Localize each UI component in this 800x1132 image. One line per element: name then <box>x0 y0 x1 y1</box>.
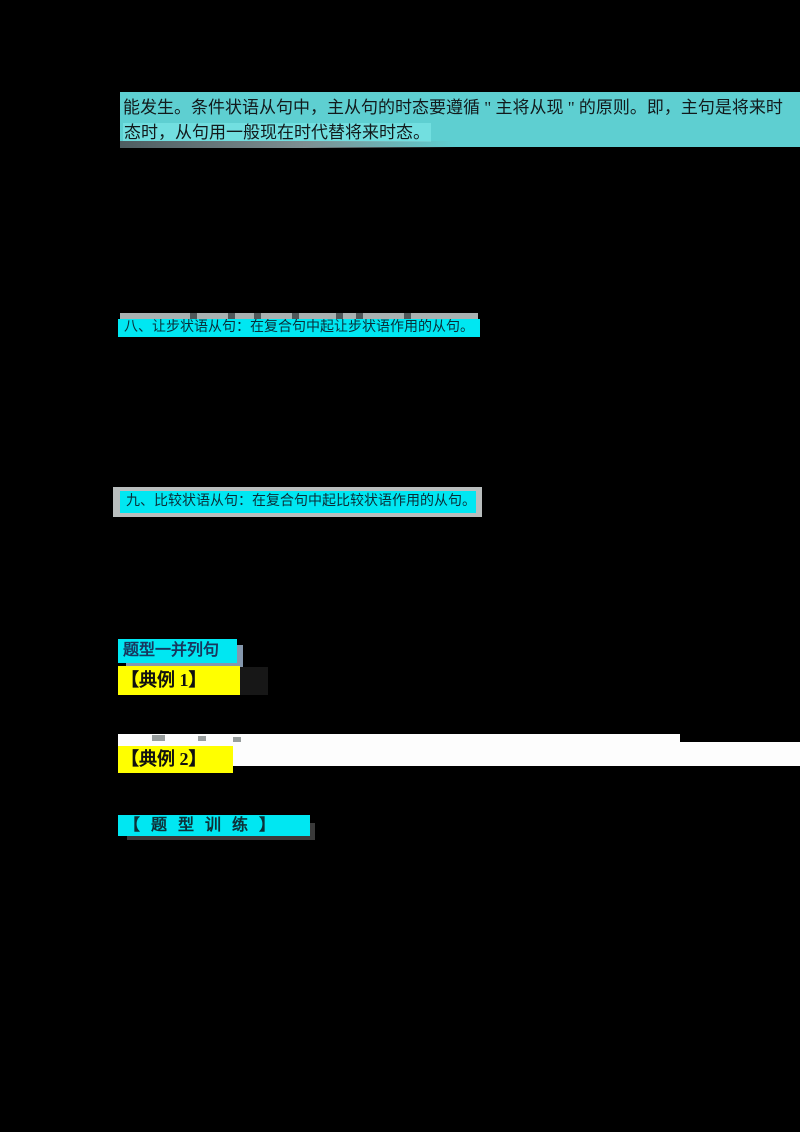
concession-heading-artifact-band <box>120 313 478 319</box>
concession-clause-heading: 八、让步状语从句：在复合句中起让步状语作用的从句。 <box>118 319 480 337</box>
example-1-label: 【典例 1】 <box>118 666 240 695</box>
text-remnant-artifact <box>233 737 241 742</box>
text-remnant-artifact <box>198 736 206 741</box>
paragraph-line-1: 能发生。条件状语从句中，主从句的时态要遵循 " 主将从现 " 的原则。即，主句是… <box>123 98 783 117</box>
artifact-square <box>336 313 343 319</box>
training-label: 【题型训练】 <box>118 815 310 836</box>
artifact-square <box>254 313 261 319</box>
example-1-shadow-artifact <box>240 667 268 695</box>
paragraph-line-2-text: 态时，从句用一般现在时代替将来时态。 <box>123 123 431 142</box>
comparison-clause-heading: 九、比较状语从句：在复合句中起比较状语作用的从句。 <box>120 491 476 513</box>
artifact-square <box>404 313 411 319</box>
artifact-square <box>190 313 197 319</box>
highlight-smudge-artifact <box>120 141 456 148</box>
question-type-heading: 题型一并列句 <box>118 639 237 663</box>
artifact-square <box>228 313 235 319</box>
conditional-clause-paragraph: 能发生。条件状语从句中，主从句的时态要遵循 " 主将从现 " 的原则。即，主句是… <box>120 92 800 147</box>
artifact-square <box>356 313 363 319</box>
example-2-label: 【典例 2】 <box>118 746 233 773</box>
example-2-white-strip-right <box>680 742 800 766</box>
text-remnant-artifact <box>152 735 165 741</box>
artifact-square <box>292 313 299 319</box>
paragraph-line-2: 态时，从句用一般现在时代替将来时态。 <box>123 121 431 145</box>
